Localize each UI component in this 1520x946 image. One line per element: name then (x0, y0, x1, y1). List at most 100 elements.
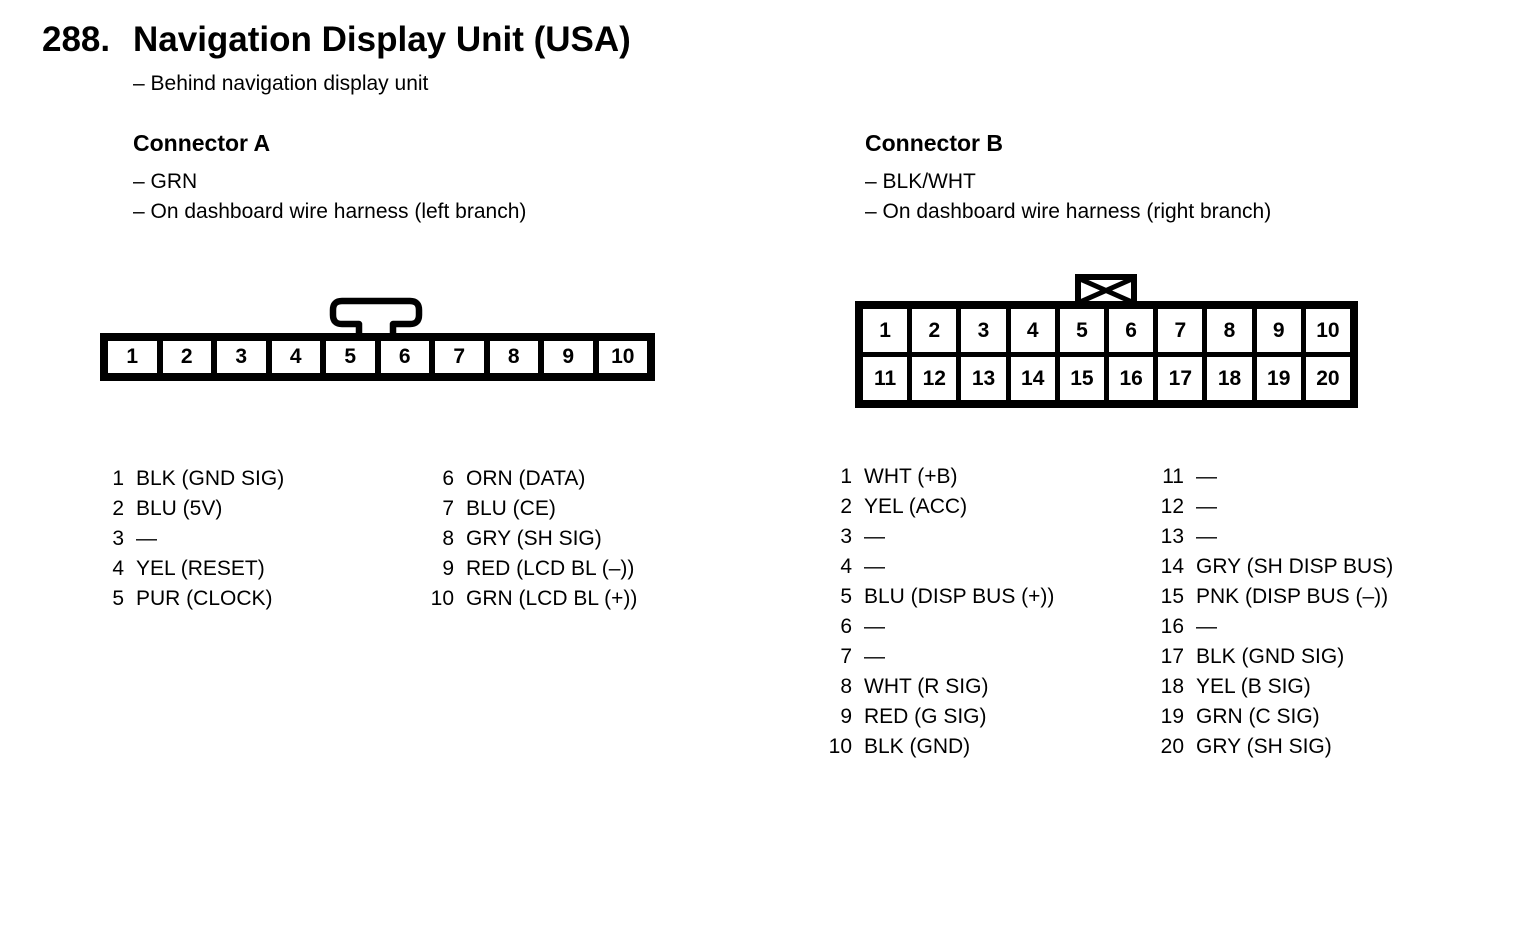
connector-a-pin-cell: 3 (217, 341, 266, 373)
pin-number: 10 (828, 735, 852, 758)
pin-row: 10 BLK (GND) (824, 732, 1054, 762)
pin-number: 19 (1160, 705, 1184, 728)
pin-number: 7 (840, 645, 852, 668)
pin-number: 1 (112, 467, 124, 490)
pin-number: 15 (1160, 585, 1184, 608)
pin-row: 3 — (824, 522, 1054, 552)
pin-row: 1 WHT (+B) (824, 462, 1054, 492)
pin-label: — (864, 525, 885, 548)
pin-number: 5 (840, 585, 852, 608)
pin-row: 7 — (824, 642, 1054, 672)
connector-b-pin-cell: 1 (863, 309, 908, 352)
pin-label: RED (LCD BL (–)) (466, 557, 635, 580)
pin-label: — (864, 615, 885, 638)
pin-number: 18 (1160, 675, 1184, 698)
pin-row: 11 — (1156, 462, 1393, 492)
pin-number: 17 (1160, 645, 1184, 668)
pin-number: 3 (112, 527, 124, 550)
pin-label: YEL (RESET) (136, 557, 265, 580)
pin-row: 13 — (1156, 522, 1393, 552)
pin-number: 8 (442, 527, 454, 550)
pin-number: 8 (840, 675, 852, 698)
connector-b-pin-cell: 5 (1059, 309, 1105, 352)
connector-note: – BLK/WHT (865, 170, 976, 193)
connector-a-pin-cell: 1 (108, 341, 157, 373)
connector-a-pinlist-right: 6 ORN (DATA) 7 BLU (CE) 8 GRY (SH SIG) 9… (426, 464, 638, 614)
connector-a-pin-cell: 5 (326, 341, 375, 373)
pin-row: 15 PNK (DISP BUS (–)) (1156, 582, 1393, 612)
pin-row: 20 GRY (SH SIG) (1156, 732, 1393, 762)
pin-number: 11 (1162, 465, 1184, 488)
pin-number: 13 (1160, 525, 1184, 548)
connector-note: – On dashboard wire harness (left branch… (133, 199, 527, 223)
pin-number: 14 (1160, 555, 1184, 578)
pin-label: YEL (B SIG) (1196, 675, 1311, 698)
pin-number: 20 (1160, 735, 1184, 758)
pin-label: GRY (SH SIG) (466, 527, 602, 550)
pin-label: YEL (ACC) (864, 495, 968, 518)
pin-label: PUR (CLOCK) (136, 587, 273, 610)
pin-row: 4 — (824, 552, 1054, 582)
connector-note: – GRN (133, 170, 198, 193)
connector-a-pin-cell: 2 (162, 341, 211, 373)
pin-row: 2 YEL (ACC) (824, 492, 1054, 522)
pin-label: PNK (DISP BUS (–)) (1196, 585, 1389, 608)
pin-number: 4 (840, 555, 852, 578)
connector-b-pin-cell: 20 (1305, 357, 1351, 400)
connector-b-pin-cell: 8 (1207, 309, 1252, 352)
connector-b-pin-cell: 17 (1158, 357, 1203, 400)
pin-number: 2 (112, 497, 124, 520)
pin-label: — (1196, 495, 1217, 518)
pin-number: 1 (840, 465, 852, 488)
connector-a-pinlist-left: 1 BLK (GND SIG) 2 BLU (5V) 3 — 4 YEL (RE… (96, 464, 284, 614)
pin-row: 14 GRY (SH DISP BUS) (1156, 552, 1394, 582)
connector-a-title: Connector A (133, 130, 271, 156)
latch-tab-icon (329, 297, 423, 338)
pin-label: WHT (R SIG) (864, 675, 989, 698)
pin-number: 10 (430, 587, 454, 610)
connector-b-title: Connector B (865, 130, 1003, 156)
pin-label: BLK (GND SIG) (136, 467, 285, 490)
pin-label: RED (G SIG) (864, 705, 987, 728)
connector-b-pin-cell: 10 (1305, 309, 1351, 352)
pin-row: 9 RED (LCD BL (–)) (426, 554, 637, 584)
connector-b-pin-cell: 9 (1256, 309, 1301, 352)
connector-b-pin-cell: 11 (863, 357, 908, 400)
connector-b-pin-cell: 4 (1010, 309, 1055, 352)
connector-a-pin-cell: 10 (598, 341, 647, 373)
connector-note: – On dashboard wire harness (right branc… (865, 199, 1272, 223)
pin-number: 2 (840, 495, 852, 518)
pin-row: 5 BLU (DISP BUS (+)) (824, 582, 1054, 612)
pin-label: ORN (DATA) (466, 467, 586, 490)
pin-label: BLK (GND) (864, 735, 971, 758)
pin-label: — (1196, 465, 1217, 488)
pin-row: 8 WHT (R SIG) (824, 672, 1054, 702)
pin-row: 8 GRY (SH SIG) (426, 524, 637, 554)
connector-b-pin-cell: 3 (961, 309, 1006, 352)
connector-a-pin-cell: 4 (271, 341, 320, 373)
pin-row: 2 BLU (5V) (96, 494, 284, 524)
pin-row: 5 PUR (CLOCK) (96, 584, 284, 614)
pin-number: 9 (442, 557, 454, 580)
pin-label: — (136, 527, 157, 550)
pin-number: 7 (442, 497, 454, 520)
pin-row: 7 BLU (CE) (426, 494, 637, 524)
connector-b-pin-cell: 7 (1158, 309, 1203, 352)
connector-b-pin-cell: 13 (961, 357, 1006, 400)
pin-label: GRY (SH SIG) (1196, 735, 1332, 758)
connector-b-notes: – BLK/WHT – On dashboard wire harness (r… (865, 167, 1271, 226)
pin-number: 12 (1160, 495, 1184, 518)
connector-b-row-top: 1 2 3 4 5 6 7 8 9 10 (863, 309, 1351, 352)
pin-label: BLU (DISP BUS (+)) (864, 585, 1055, 608)
connector-a-notes: – GRN – On dashboard wire harness (left … (133, 167, 526, 226)
connector-b-drawing: 1 2 3 4 5 6 7 8 9 10 11 (855, 301, 1358, 408)
pin-row: 12 — (1156, 492, 1393, 522)
pin-row: 6 ORN (DATA) (426, 464, 637, 494)
pin-label: — (864, 555, 885, 578)
pin-row: 19 GRN (C SIG) (1156, 702, 1393, 732)
pin-row: 3 — (96, 524, 284, 554)
connector-b-pinlist-right: 11 — 12 — 13 — 14 GRY (SH DISP BUS) 15 P… (1156, 462, 1394, 762)
connector-b-pin-cell: 2 (912, 309, 957, 352)
pin-row: 18 YEL (B SIG) (1156, 672, 1393, 702)
